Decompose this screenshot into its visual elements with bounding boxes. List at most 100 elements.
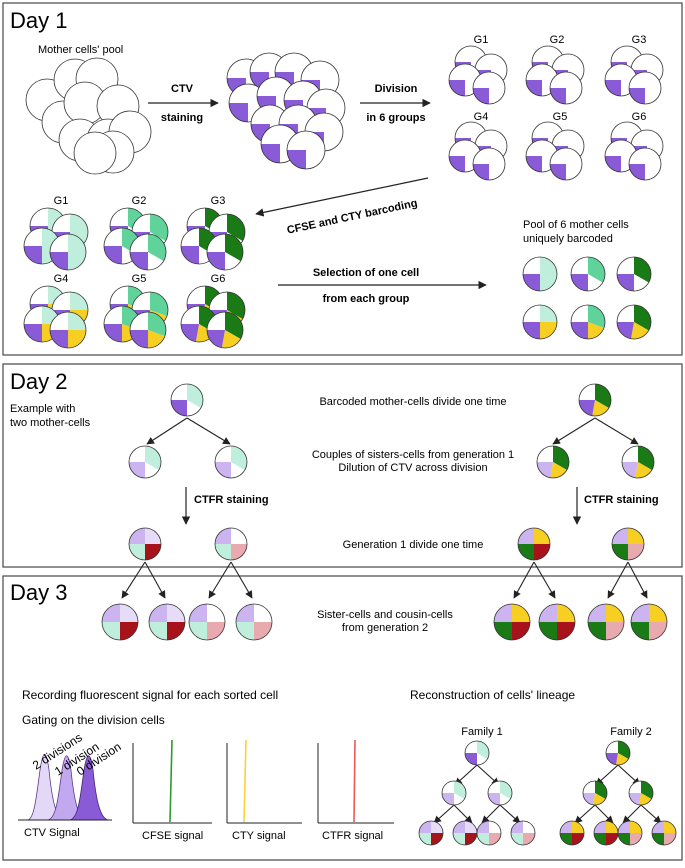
cell-segment <box>449 156 465 172</box>
family2-label: Family 2 <box>610 726 652 738</box>
day3-division-arrow <box>513 561 535 599</box>
cell-segment <box>526 156 542 172</box>
group-g1-cell <box>472 71 506 105</box>
cell-segment <box>104 246 122 264</box>
cell-segment <box>102 622 120 640</box>
day3-gen2-cell <box>101 603 139 641</box>
cell-segment <box>631 322 649 339</box>
cfse-signal-line <box>169 739 173 823</box>
ctfr-staining-left: CTFR staining <box>194 494 269 506</box>
barcoding-arrow <box>255 177 429 217</box>
day2-panel <box>2 363 683 568</box>
cell-outline <box>570 256 606 292</box>
barcoded-g2-cell <box>129 233 167 271</box>
cell-segment <box>148 234 166 261</box>
cell-segment <box>150 292 168 317</box>
family2-sister <box>582 780 608 806</box>
family1-sister <box>487 780 513 806</box>
cell-segment <box>571 322 588 339</box>
cty-signal-plot: CTY signal <box>226 739 302 842</box>
cell-segment <box>236 604 254 622</box>
cell-outline <box>522 304 558 340</box>
pool-cell-2 <box>570 256 606 292</box>
cell-segment <box>616 322 634 339</box>
group-label-g2: G2 <box>550 34 565 46</box>
family2-gen2-cell <box>651 820 677 846</box>
day3-gen2-cell <box>630 603 668 641</box>
day2-division-arrow <box>594 417 639 445</box>
cell-segment <box>618 821 630 833</box>
cell-segment <box>511 833 523 845</box>
ctv-stained-cell <box>286 130 326 170</box>
cell-outline <box>464 740 490 766</box>
day3-division-arrow <box>607 561 629 599</box>
cell-segment <box>287 150 306 169</box>
cell-outline <box>206 233 244 271</box>
cell-segment <box>512 622 530 640</box>
family1-arrow <box>453 804 473 824</box>
cell-segment <box>635 462 652 478</box>
day2-title: Day 2 <box>10 369 67 394</box>
barcoded-divide-label: Barcoded mother-cells divide one time <box>319 396 506 408</box>
cell-outline <box>517 527 551 561</box>
barcoded-g6-cell <box>206 311 244 349</box>
cell-segment <box>236 622 254 640</box>
cell-segment <box>181 246 199 264</box>
cell-segment <box>594 821 606 833</box>
cell-segment <box>225 312 244 339</box>
cell-segment <box>540 322 557 339</box>
day2-gen1-cell <box>611 527 645 561</box>
cell-segment <box>225 234 244 261</box>
cell-segment <box>664 833 676 845</box>
day3-gen2-cell <box>538 603 576 641</box>
cell-outline <box>235 603 273 641</box>
cell-segment <box>231 544 247 560</box>
cell-segment <box>579 400 595 416</box>
group-label-g3: G3 <box>632 34 647 46</box>
cell-segment <box>523 833 535 845</box>
cell-outline <box>651 820 677 846</box>
example-label-line1: Example with <box>10 403 75 415</box>
cell-segment <box>129 528 145 544</box>
cell-segment <box>227 214 245 241</box>
cell-segment <box>652 821 664 833</box>
day3-division-arrow <box>627 561 648 599</box>
day3-gen2-cell <box>235 603 273 641</box>
cell-segment <box>130 330 148 348</box>
day2-mother-cell-1 <box>170 383 204 417</box>
cell-segment <box>254 622 272 640</box>
cell-segment <box>473 88 489 104</box>
family1-sister <box>441 780 467 806</box>
cell-outline <box>605 740 631 766</box>
cell-outline <box>493 603 531 641</box>
cell-segment <box>612 544 628 560</box>
day2-division-arrow <box>186 417 231 445</box>
cell-segment <box>588 305 606 328</box>
cell-segment <box>511 821 523 833</box>
group-g2-cell <box>549 71 583 105</box>
day3-panel <box>2 575 683 861</box>
cell-outline <box>628 780 654 806</box>
pool-label-line1: Pool of 6 mother cells <box>523 219 629 231</box>
cell-segment <box>171 400 187 416</box>
bar-group-label-g1: G1 <box>54 195 69 207</box>
family2-gen2-cell <box>617 820 643 846</box>
cell-segment <box>606 821 618 833</box>
cell-segment <box>560 833 572 845</box>
cell-segment <box>207 330 225 348</box>
group-label-g1: G1 <box>474 34 489 46</box>
cell-segment <box>606 604 624 622</box>
day3-gen2-cell <box>148 603 186 641</box>
cell-segment <box>550 462 567 478</box>
cell-segment <box>588 257 605 283</box>
cell-segment <box>70 292 88 310</box>
cell-segment <box>572 821 584 833</box>
selection-label: Selection of one cell <box>313 267 419 279</box>
cell-segment <box>227 292 245 319</box>
day2-sister-cell <box>621 445 655 479</box>
cell-segment <box>465 753 477 765</box>
family1-arrow <box>481 804 501 824</box>
cell-segment <box>148 330 165 348</box>
example-label-line2: two mother-cells <box>10 417 91 429</box>
